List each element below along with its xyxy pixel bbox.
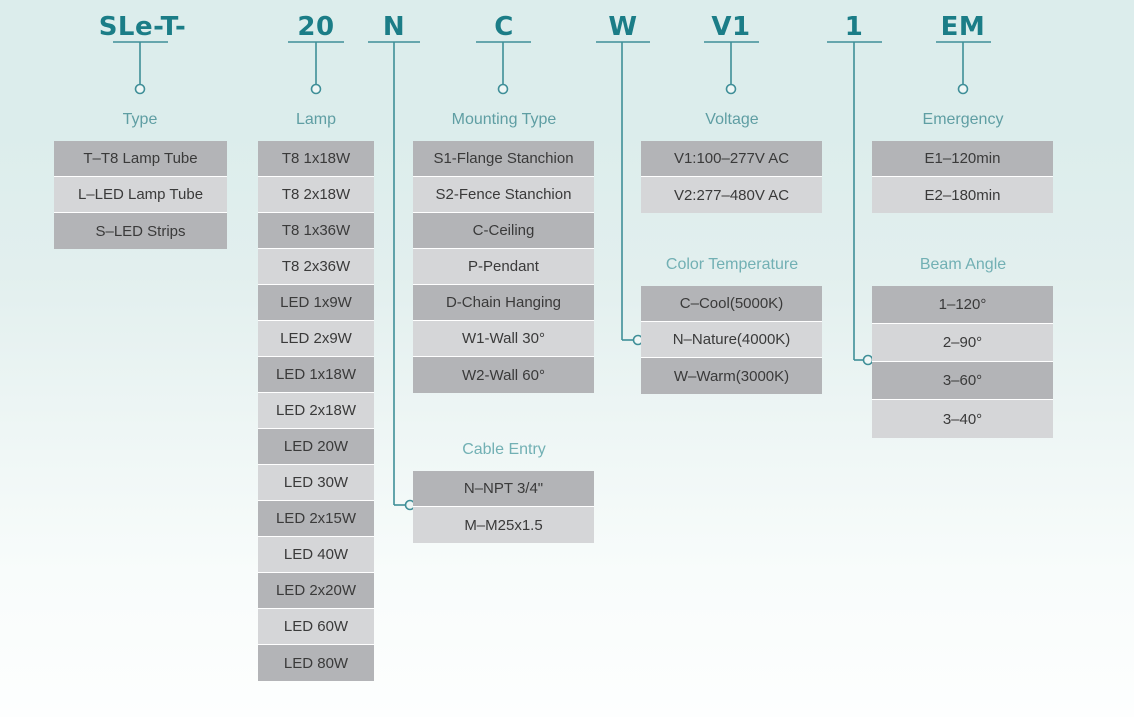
option-cell[interactable]: LED 80W xyxy=(258,645,374,681)
option-cell[interactable]: L–LED Lamp Tube xyxy=(54,177,227,213)
code-token-3: C xyxy=(494,12,514,42)
option-cell[interactable]: T8 1x18W xyxy=(258,141,374,177)
option-cell[interactable]: M–M25x1.5 xyxy=(413,507,594,543)
connector-dot-mounting xyxy=(497,83,509,95)
option-cell[interactable]: T8 1x36W xyxy=(258,213,374,249)
option-cell[interactable]: E1–120min xyxy=(872,141,1053,177)
code-token-7: EM xyxy=(940,12,986,42)
option-cell[interactable]: 2–90° xyxy=(872,324,1053,362)
connector-dot-emergency xyxy=(957,83,969,95)
option-cell[interactable]: LED 20W xyxy=(258,429,374,465)
option-cell[interactable]: T–T8 Lamp Tube xyxy=(54,141,227,177)
caption-lamp: Lamp xyxy=(295,111,337,128)
code-token-4: W xyxy=(608,12,638,42)
option-cell[interactable]: W2-Wall 60° xyxy=(413,357,594,393)
option-cell[interactable]: LED 60W xyxy=(258,609,374,645)
code-token-6: 1 xyxy=(844,12,864,42)
option-cell[interactable]: P-Pendant xyxy=(413,249,594,285)
connector-dot-lamp xyxy=(310,83,322,95)
option-cell[interactable]: LED 2x18W xyxy=(258,393,374,429)
option-cell[interactable]: T8 2x18W xyxy=(258,177,374,213)
option-cell[interactable]: C-Ceiling xyxy=(413,213,594,249)
caption-voltage: Voltage xyxy=(705,111,759,128)
caption-emergency: Emergency xyxy=(922,111,1004,128)
option-cell[interactable]: LED 1x18W xyxy=(258,357,374,393)
caption-color-temperature: Color Temperature xyxy=(665,256,799,273)
option-cell[interactable]: LED 2x15W xyxy=(258,501,374,537)
option-cell[interactable]: S1-Flange Stanchion xyxy=(413,141,594,177)
connector-dot-type xyxy=(134,83,146,95)
option-cell[interactable]: 3–60° xyxy=(872,362,1053,400)
option-cell[interactable]: 1–120° xyxy=(872,286,1053,324)
option-cell[interactable]: LED 2x9W xyxy=(258,321,374,357)
option-cell[interactable]: W1-Wall 30° xyxy=(413,321,594,357)
option-cell[interactable]: LED 2x20W xyxy=(258,573,374,609)
option-group-cable-entry: N–NPT 3/4"M–M25x1.5 xyxy=(413,471,594,543)
option-cell[interactable]: LED 1x9W xyxy=(258,285,374,321)
caption-type: Type xyxy=(122,111,158,128)
option-cell[interactable]: V1:100–277V AC xyxy=(641,141,822,177)
caption-cable-entry: Cable Entry xyxy=(462,441,546,458)
code-token-0: SLe-T- xyxy=(98,12,187,42)
code-token-2: N xyxy=(382,12,406,42)
code-token-5: V1 xyxy=(711,12,751,42)
option-cell[interactable]: S2-Fence Stanchion xyxy=(413,177,594,213)
caption-mounting-type: Mounting Type xyxy=(451,111,557,128)
option-cell[interactable]: S–LED Strips xyxy=(54,213,227,249)
option-cell[interactable]: N–NPT 3/4" xyxy=(413,471,594,507)
option-cell[interactable]: W–Warm(3000K) xyxy=(641,358,822,394)
option-group-color-temperature: C–Cool(5000K)N–Nature(4000K)W–Warm(3000K… xyxy=(641,286,822,394)
option-cell[interactable]: T8 2x36W xyxy=(258,249,374,285)
code-token-1: 20 xyxy=(297,12,335,42)
option-cell[interactable]: C–Cool(5000K) xyxy=(641,286,822,322)
option-group-beam-angle: 1–120°2–90°3–60°3–40° xyxy=(872,286,1053,438)
caption-beam-angle: Beam Angle xyxy=(919,256,1007,273)
option-cell[interactable]: 3–40° xyxy=(872,400,1053,438)
option-cell[interactable]: N–Nature(4000K) xyxy=(641,322,822,358)
option-cell[interactable]: V2:277–480V AC xyxy=(641,177,822,213)
option-cell[interactable]: D-Chain Hanging xyxy=(413,285,594,321)
option-cell[interactable]: LED 40W xyxy=(258,537,374,573)
connector-dot-voltage xyxy=(725,83,737,95)
option-cell[interactable]: E2–180min xyxy=(872,177,1053,213)
option-cell[interactable]: LED 30W xyxy=(258,465,374,501)
